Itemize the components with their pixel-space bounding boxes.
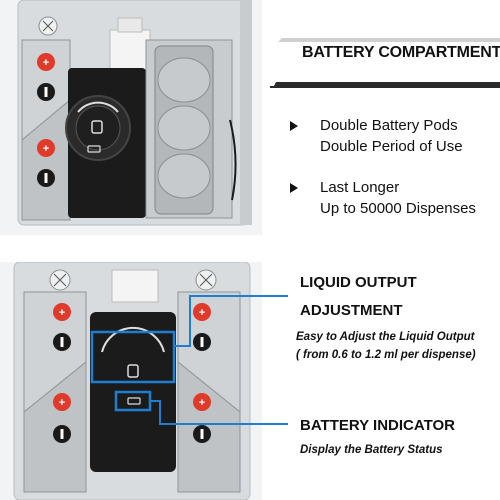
bullet-triangle-icon [290, 183, 298, 193]
feature-line: Up to 50000 Dispenses [320, 200, 476, 217]
feature-list: Double Battery Pods Double Period of Use… [290, 115, 500, 239]
battery-compartment-title: BATTERY COMPARTMENT [302, 44, 500, 61]
bullet-triangle-icon [290, 121, 298, 131]
liquid-output-label: LIQUID OUTPUT ADJUSTMENT [300, 272, 417, 322]
svg-text:+: + [43, 57, 49, 69]
description-line: ( from 0.6 to 1.2 ml per dispense) [296, 349, 476, 361]
liquid-output-description: Easy to Adjust the Liquid Output ( from … [296, 328, 476, 364]
svg-text:+: + [59, 307, 65, 319]
battery-indicator-label: BATTERY INDICATOR Display the Battery St… [300, 415, 455, 459]
title-banner [270, 36, 500, 88]
battery-indicator-description: Display the Battery Status [300, 444, 443, 456]
dispenser-detail-photo: + + + + [0, 262, 288, 500]
feature-line: Double Period of Use [320, 138, 463, 155]
liquid-output-title: LIQUID OUTPUT [300, 274, 417, 291]
svg-text:+: + [59, 397, 65, 409]
svg-text:+: + [43, 143, 49, 155]
battery-contact-icon: + + [37, 53, 55, 187]
battery-indicator-title: BATTERY INDICATOR [300, 417, 456, 434]
description-line: Easy to Adjust the Liquid Output [296, 331, 475, 343]
feature-line: Last Longer [320, 179, 400, 196]
feature-line: Double Battery Pods [320, 117, 458, 134]
list-item: Last Longer Up to 50000 Dispenses [290, 177, 500, 219]
svg-text:+: + [199, 397, 205, 409]
list-item: Double Battery Pods Double Period of Use [290, 115, 500, 157]
liquid-output-title: ADJUSTMENT [300, 302, 403, 319]
battery-compartment-photo: + + [0, 0, 262, 235]
svg-text:+: + [199, 307, 205, 319]
battery-contact-icon: + + + + [53, 303, 211, 443]
